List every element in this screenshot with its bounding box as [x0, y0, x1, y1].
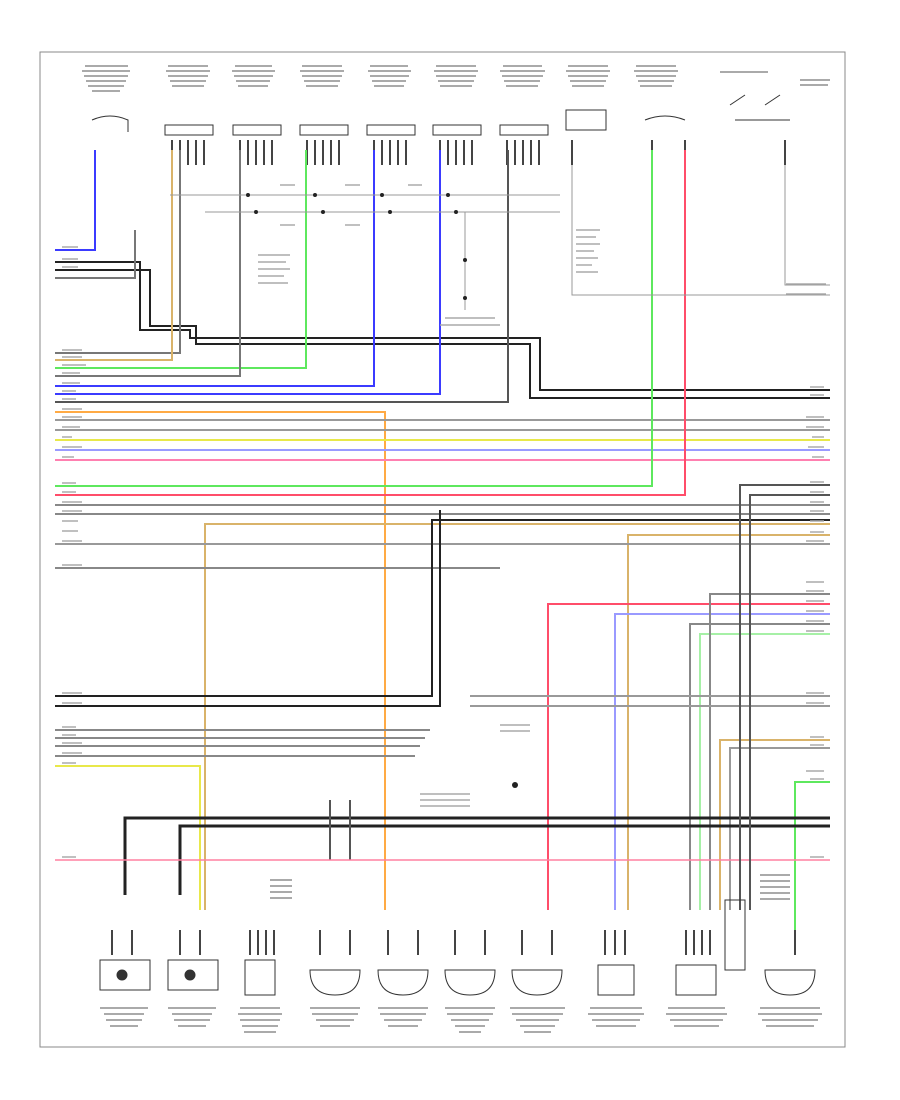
bottom-component-9	[675, 964, 717, 996]
wire-yellow-lo	[55, 765, 201, 910]
wire-blue-b	[55, 150, 375, 387]
top-component-2	[164, 124, 214, 136]
wire-yellow-a	[55, 150, 173, 361]
bottom-component-4	[309, 969, 361, 996]
top-component-labels	[82, 65, 830, 92]
top-component-1	[91, 115, 129, 132]
bottom-component-labels	[100, 874, 822, 1033]
top-pin-stubs	[171, 140, 786, 165]
diagram-border	[39, 51, 846, 1048]
bottom-components	[99, 899, 816, 996]
wire-blue-r	[614, 613, 830, 910]
harness-bus-2	[178, 824, 830, 895]
wire-labels-right	[786, 283, 826, 858]
wire-green-mid	[55, 150, 653, 487]
top-components	[91, 94, 790, 136]
top-component-9	[644, 115, 686, 121]
wire-black-lo2	[55, 510, 441, 707]
bottom-component-3	[244, 959, 276, 996]
wire-black-c	[55, 150, 509, 403]
wire-gray-b	[55, 150, 241, 377]
wire-tan-r3	[719, 739, 830, 910]
bottom-component-6	[444, 969, 496, 996]
wire-gray-3	[55, 230, 136, 279]
wire-black-1	[55, 261, 830, 391]
wire-green-r3	[794, 781, 830, 930]
wire-green-a	[55, 150, 307, 369]
wire-tan-mid	[204, 523, 830, 910]
top-component-10-switch	[729, 94, 790, 121]
wire-blue-top	[55, 150, 96, 251]
center-label-blocks	[258, 184, 600, 807]
top-component-3	[232, 124, 282, 136]
bottom-component-7	[511, 969, 563, 996]
bottom-component-5	[377, 969, 429, 996]
wire-gray-r3	[729, 747, 830, 910]
bus-wires	[55, 150, 830, 930]
wire-blue-c	[55, 150, 441, 395]
bottom-component-11	[764, 969, 816, 996]
top-component-8	[565, 109, 607, 131]
wire-gray-r2	[709, 593, 830, 910]
wire-gray-a	[55, 150, 181, 354]
bottom-component-10	[724, 899, 746, 971]
wire-tan-mid2	[627, 534, 830, 910]
wire-black-lo1	[55, 519, 830, 697]
harness-right-2	[749, 494, 830, 910]
bottom-component-1	[99, 959, 151, 991]
wire-orange	[55, 411, 386, 910]
wire-gray-r	[689, 623, 830, 910]
wire-black-2	[55, 269, 830, 399]
top-cross-wiring	[170, 165, 830, 310]
harness-right	[739, 484, 830, 910]
top-component-7	[499, 124, 549, 136]
top-component-6	[432, 124, 482, 136]
wire-red-r	[547, 603, 830, 910]
harness-bus-1	[123, 816, 830, 895]
bottom-pin-stubs	[111, 930, 796, 955]
bottom-component-8	[597, 964, 635, 996]
splice-points	[246, 193, 518, 788]
top-component-5	[366, 124, 416, 136]
wire-labels-left	[62, 246, 86, 858]
wire-red-mid	[55, 150, 686, 496]
top-component-4	[299, 124, 349, 136]
bottom-component-2	[167, 959, 219, 991]
